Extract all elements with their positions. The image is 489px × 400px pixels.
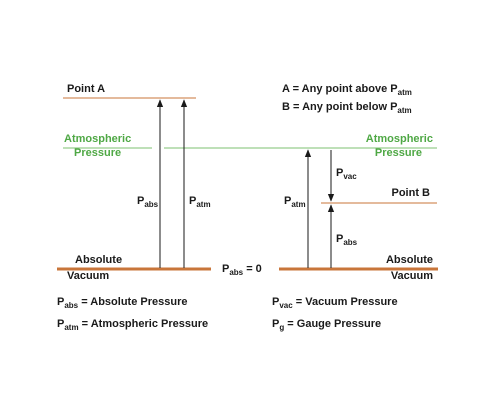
abs-label-left-1: Absolute <box>75 254 122 266</box>
legend-b-text: B = Any point below Patm <box>282 101 412 115</box>
p-vac-label: Pvac <box>336 167 357 181</box>
atm-label-right-2: Pressure <box>375 147 422 159</box>
atm-label-left-1: Atmospheric <box>64 133 131 145</box>
legend-g: Pg = Gauge Pressure <box>272 318 381 332</box>
p-abs-label-right: Pabs <box>336 233 358 247</box>
point-b-label: Point B <box>392 187 431 199</box>
legend-vac: Pvac = Vacuum Pressure <box>272 296 398 310</box>
abs-label-right-1: Absolute <box>386 254 433 266</box>
p-atm-label-left: Patm <box>189 195 211 209</box>
legend-atm: Patm = Atmospheric Pressure <box>57 318 208 332</box>
point-a-label: Point A <box>67 83 105 95</box>
atm-label-right-1: Atmospheric <box>366 133 433 145</box>
legend-a-text: A = Any point above Patm <box>282 83 412 97</box>
p-atm-label-right: Patm <box>284 195 306 209</box>
p-abs-label-left: Pabs <box>137 195 159 209</box>
legend-abs: Pabs = Absolute Pressure <box>57 296 187 310</box>
abs-label-right-2: Vacuum <box>391 270 433 282</box>
abs-label-left-2: Vacuum <box>67 270 109 282</box>
atm-label-left-2: Pressure <box>74 147 121 159</box>
pabs-zero-label: Pabs = 0 <box>222 263 262 277</box>
